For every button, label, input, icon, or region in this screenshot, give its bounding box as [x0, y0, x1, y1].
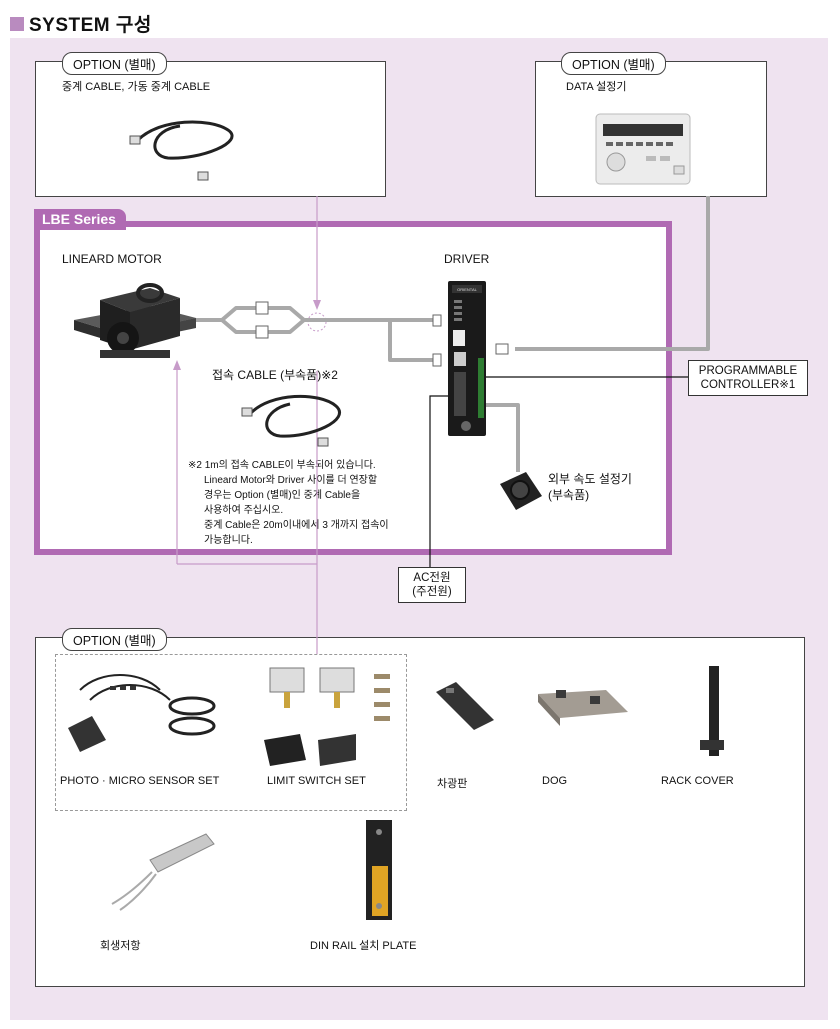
photo-sensor-set-icon — [68, 674, 216, 752]
speed-setter-knob-icon — [500, 472, 542, 510]
option-tab-accessories: OPTION (별매) — [62, 628, 167, 651]
lbe-series-tab: LBE Series — [34, 209, 126, 230]
plc-callout: PROGRAMMABLE CONTROLLER※1 — [688, 360, 808, 396]
driver-unit-icon: ORIENTAL — [448, 281, 486, 436]
note-line: Lineard Motor와 Driver 사이를 더 연장할 — [204, 475, 378, 486]
din-rail-plate-label: DIN RAIL 설치 PLATE — [310, 940, 417, 952]
connection-cable-label: 접속 CABLE (부속품)※2 — [212, 368, 338, 382]
option-tab-relay-cable: OPTION (별매) — [62, 52, 167, 75]
motor-label: LINEARD MOTOR — [62, 252, 162, 266]
speed-setter-label-1: 외부 속도 설정기 — [548, 472, 632, 486]
din-rail-plate-icon — [366, 820, 392, 920]
arrow-down-cable-icon — [313, 300, 321, 310]
dog-label: DOG — [542, 775, 568, 787]
note-line: 중계 Cable은 20m이내에서 3 개까지 접속이 — [204, 520, 389, 531]
note-line: ※2 1m의 접속 CABLE이 부속되어 있습니다. — [188, 460, 376, 471]
connection-cable-icon — [248, 394, 341, 438]
linear-motor-icon — [74, 283, 196, 358]
cable-notes: ※2 1m의 접속 CABLE이 부속되어 있습니다. Lineard Moto… — [188, 458, 389, 548]
option-relay-cable-box — [35, 61, 386, 197]
section-title-text: SYSTEM 구성 — [29, 15, 152, 36]
option-tab-data-setter: OPTION (별매) — [561, 52, 666, 75]
speed-setter-label-2: (부속품) — [548, 488, 590, 502]
data-setter-cable — [515, 196, 710, 351]
ac-line-2: (주전원) — [412, 586, 452, 598]
ac-line-1: AC전원 — [413, 572, 451, 584]
shield-plate-icon — [436, 682, 494, 730]
data-setter-label: DATA 설정기 — [566, 81, 627, 93]
ac-power-callout: AC전원 (주전원) — [398, 567, 466, 603]
driver-port-icon — [432, 314, 442, 327]
regen-resistor-icon — [111, 833, 215, 911]
section-title: SYSTEM 구성 — [10, 10, 152, 37]
data-setter-device-icon — [595, 113, 691, 185]
connector-icon — [255, 325, 269, 339]
rack-cover-icon — [700, 666, 724, 756]
limit-switch-set-icon — [264, 667, 390, 766]
note-line: 사용하여 주십시오. — [204, 505, 284, 516]
arrow-up-motor-icon — [173, 360, 181, 370]
regen-resistor-label: 회생저항 — [100, 940, 141, 952]
svg-text:ORIENTAL: ORIENTAL — [457, 287, 477, 292]
title-square-icon — [10, 16, 24, 31]
limit-switch-label: LIMIT SWITCH SET — [267, 775, 366, 787]
cable-to-driver-bottom — [388, 320, 434, 362]
note-line: 경우는 Option (별매)인 중계 Cable을 — [204, 490, 361, 501]
sensor-switch-group — [55, 654, 407, 811]
dog-icon — [538, 690, 628, 726]
note-line: 가능합니다. — [204, 535, 253, 546]
relay-cable-label: 중계 CABLE, 가동 중계 CABLE — [62, 81, 211, 93]
shield-plate-label: 차광판 — [437, 778, 468, 790]
data-port-icon — [495, 343, 509, 355]
relay-cable-icon — [136, 120, 234, 160]
driver-port-icon — [432, 353, 442, 367]
plc-line-2: CONTROLLER※1 — [700, 379, 796, 391]
lbe-series-box — [34, 221, 672, 555]
photo-sensor-label: PHOTO · MICRO SENSOR SET — [60, 775, 220, 787]
rack-cover-label: RACK COVER — [661, 775, 734, 787]
connector-icon — [255, 301, 269, 315]
ac-line — [429, 395, 456, 567]
plc-line-1: PROGRAMMABLE — [698, 365, 798, 377]
driver-label: DRIVER — [444, 252, 490, 266]
speed-setter-cable — [486, 403, 520, 472]
